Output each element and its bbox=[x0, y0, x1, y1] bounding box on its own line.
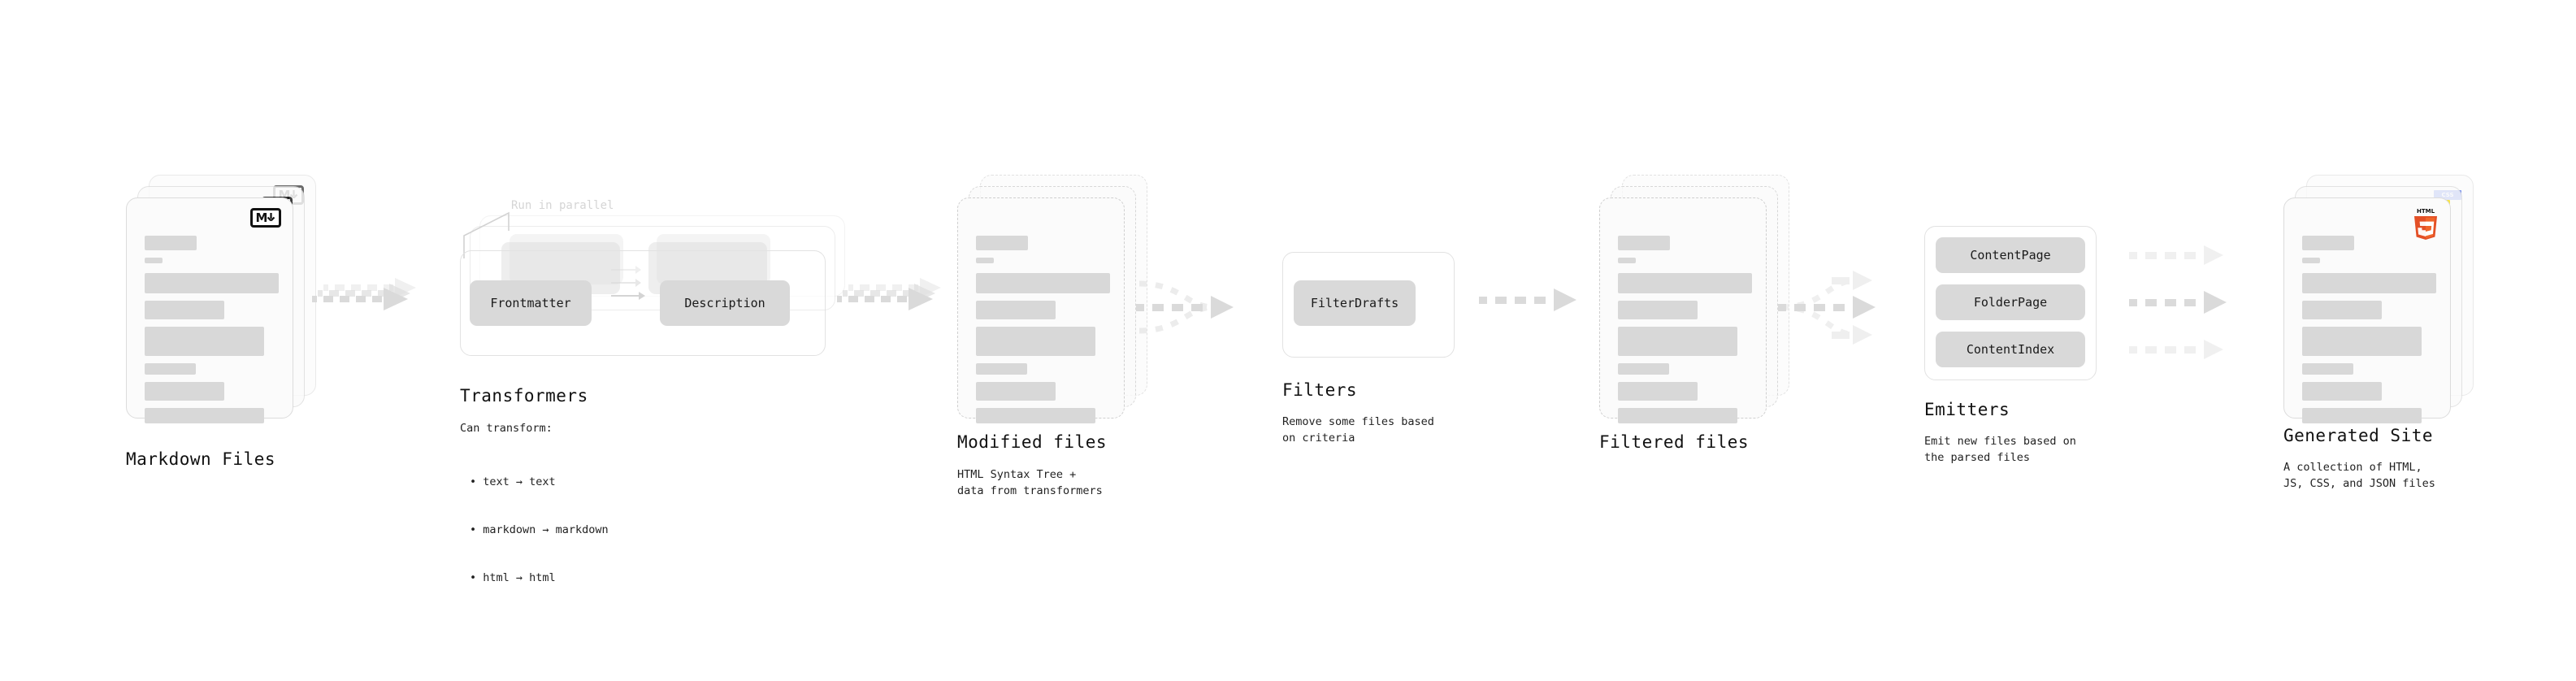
placeholder-bar bbox=[976, 236, 1028, 250]
emitter-node-contentindex[interactable]: ContentIndex bbox=[1936, 332, 2085, 367]
placeholder-bar bbox=[1618, 382, 1698, 401]
placeholder-bar bbox=[145, 408, 264, 423]
html5-icon: HTML bbox=[2411, 206, 2440, 241]
placeholder-bar bbox=[976, 301, 1056, 319]
filter-node-filterdrafts[interactable]: FilterDrafts bbox=[1294, 280, 1416, 326]
placeholder-bar bbox=[1618, 236, 1670, 250]
stage-title-modified-files: Modified files bbox=[957, 432, 1108, 452]
filter-node-label: FilterDrafts bbox=[1310, 296, 1399, 310]
connector-filtered-to-emitters bbox=[1778, 271, 1876, 345]
emitter-node-label: FolderPage bbox=[1973, 295, 2048, 310]
placeholder-bar bbox=[976, 258, 994, 263]
bullet-item: • text → text bbox=[470, 475, 556, 489]
placeholder-bar bbox=[145, 258, 163, 263]
transformer-node-frontmatter[interactable]: Frontmatter bbox=[470, 280, 592, 326]
html5-wordmark: HTML bbox=[2417, 208, 2435, 215]
emitter-node-label: ContentPage bbox=[1970, 248, 2051, 262]
card-placeholder-lines bbox=[145, 236, 279, 431]
connector-md-to-transformers bbox=[312, 278, 416, 310]
card-front bbox=[1599, 197, 1767, 423]
markdown-icon: M bbox=[250, 208, 281, 228]
placeholder-bar bbox=[1618, 258, 1636, 263]
placeholder-bar bbox=[145, 273, 279, 293]
placeholder-bar bbox=[2302, 327, 2422, 356]
transformer-node-label: Frontmatter bbox=[490, 296, 571, 310]
connector-modified-to-filters bbox=[1136, 280, 1234, 334]
transformers-group-front bbox=[460, 250, 826, 356]
transformers-bullet-list: • text → text • markdown → markdown • ht… bbox=[470, 443, 609, 602]
stage-title-filtered-files: Filtered files bbox=[1599, 432, 1750, 452]
filtered-files-card-stack bbox=[1599, 175, 1794, 441]
placeholder-bar bbox=[2302, 258, 2320, 263]
run-in-parallel-label: Run in parallel bbox=[511, 199, 614, 212]
placeholder-bar bbox=[145, 327, 264, 356]
placeholder-bar bbox=[1618, 301, 1698, 319]
placeholder-bar bbox=[976, 327, 1095, 356]
placeholder-bar bbox=[145, 301, 224, 319]
stage-subtitle-generated-site: A collection of HTML, JS, CSS, and JSON … bbox=[2283, 461, 2435, 490]
placeholder-bar bbox=[976, 363, 1027, 375]
generated-site-card-stack: CSS HTML bbox=[2283, 175, 2478, 441]
placeholder-bar bbox=[145, 363, 196, 375]
stage-subtitle-emitters: Emit new files based on the parsed files bbox=[1924, 435, 2076, 464]
stage-subtitle-modified-files: HTML Syntax Tree + data from transformer… bbox=[957, 468, 1103, 497]
markdown-files-card-stack: M M M bbox=[126, 175, 321, 441]
connector-emitters-to-site bbox=[2129, 245, 2227, 359]
modified-files-card-stack bbox=[957, 175, 1152, 441]
stage-title-markdown-files: Markdown Files bbox=[126, 449, 276, 469]
connector-filters-to-filtered bbox=[1479, 288, 1576, 311]
markdown-arrow-icon bbox=[267, 212, 275, 221]
placeholder-bar bbox=[2302, 408, 2422, 423]
placeholder-bar bbox=[976, 408, 1095, 423]
bullet-item: • html → html bbox=[470, 570, 556, 584]
placeholder-bar bbox=[1618, 273, 1752, 293]
placeholder-bar bbox=[145, 382, 224, 401]
stage-title-filters: Filters bbox=[1282, 380, 1358, 400]
card-front bbox=[957, 197, 1125, 423]
bullet-item: • markdown → markdown bbox=[470, 523, 609, 536]
transformer-node-back-2b bbox=[657, 234, 770, 284]
emitter-node-contentpage[interactable]: ContentPage bbox=[1936, 237, 2085, 273]
placeholder-bar bbox=[2302, 382, 2382, 401]
connector-transformers-to-modified bbox=[837, 278, 941, 310]
stage-subtitle-filters: Remove some files based on criteria bbox=[1282, 415, 1434, 445]
stage-title-transformers: Transformers bbox=[460, 386, 588, 406]
transformer-node-label: Description bbox=[684, 296, 765, 310]
placeholder-bar bbox=[2302, 236, 2354, 250]
html5-shield-icon: HTML bbox=[2414, 208, 2437, 240]
placeholder-bar bbox=[976, 273, 1110, 293]
placeholder-bar bbox=[145, 236, 197, 250]
emitter-node-folderpage[interactable]: FolderPage bbox=[1936, 284, 2085, 320]
stage-title-generated-site: Generated Site bbox=[2283, 426, 2434, 445]
card-placeholder-lines bbox=[976, 236, 1110, 431]
card-placeholder-lines bbox=[1618, 236, 1752, 431]
placeholder-bar bbox=[2302, 273, 2436, 293]
card-placeholder-lines bbox=[2302, 236, 2436, 431]
placeholder-bar bbox=[2302, 363, 2353, 375]
markdown-badge-letter: M bbox=[255, 210, 268, 225]
placeholder-bar bbox=[1618, 363, 1669, 375]
placeholder-bar bbox=[2302, 301, 2382, 319]
placeholder-bar bbox=[1618, 408, 1737, 423]
transformer-node-back-2 bbox=[510, 234, 623, 284]
card-front: M bbox=[126, 197, 293, 423]
stage-subtitle-transformers: Can transform: bbox=[460, 422, 553, 435]
emitter-node-label: ContentIndex bbox=[1966, 342, 2055, 357]
placeholder-bar bbox=[976, 382, 1056, 401]
transformer-node-description[interactable]: Description bbox=[660, 280, 790, 326]
stage-title-emitters: Emitters bbox=[1924, 400, 2010, 419]
placeholder-bar bbox=[1618, 327, 1737, 356]
card-front: HTML bbox=[2283, 197, 2451, 423]
